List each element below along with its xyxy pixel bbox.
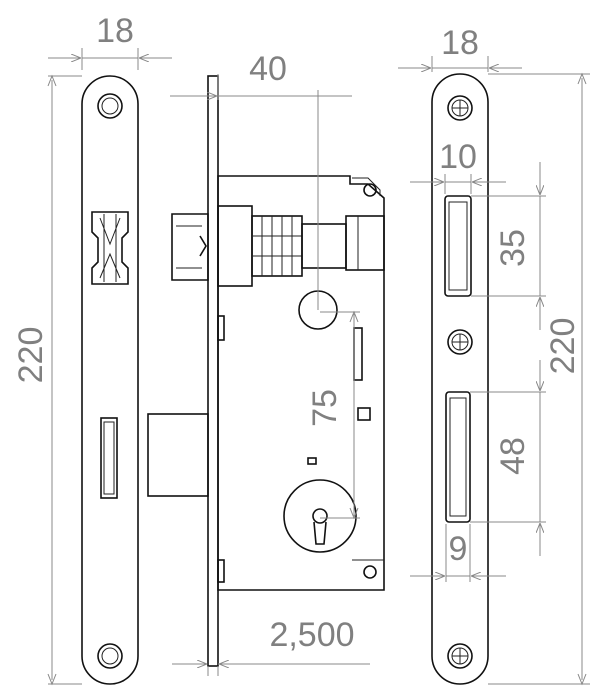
dimension-strike-width: 18: [398, 24, 522, 72]
dim-35-label: 35: [494, 229, 532, 267]
dim-220-left-label: 220: [12, 327, 50, 384]
lock-case: [217, 175, 385, 591]
strike-plate-outline: [431, 73, 489, 685]
case-rivet-bottom: [363, 565, 377, 579]
dim-18-right-label: 18: [441, 24, 479, 62]
dimension-center-distance: 75: [306, 310, 360, 520]
faceplate-screw-hole-top: [97, 93, 123, 119]
dimension-faceplate-width: 18: [48, 12, 172, 70]
dim-10-label: 10: [439, 138, 477, 176]
dim-40-label: 40: [249, 50, 287, 88]
dim-220-right-label: 220: [544, 318, 582, 375]
side-deadbolt: [147, 413, 209, 497]
dimension-bolt-slot-width: 9: [410, 524, 506, 582]
dimension-faceplate-thickness: 2,500: [172, 616, 370, 676]
faceplate-screw-hole-bottom: [97, 643, 123, 669]
dim-2500-label: 2,500: [269, 616, 354, 654]
latch-mechanism: [217, 205, 385, 287]
deadbolt-front: [100, 417, 118, 499]
case-slot: [353, 327, 363, 381]
strike-bolt-slot: [445, 391, 471, 523]
side-latch-bolt: [171, 213, 209, 281]
strike-screw-middle: [447, 329, 473, 355]
side-faceplate: [207, 75, 219, 667]
dim-48-label: 48: [494, 437, 532, 475]
dimension-slot-width: 10: [410, 138, 506, 194]
dim-9-label: 9: [449, 530, 468, 568]
keyhole: [283, 479, 357, 553]
strike-screw-top: [447, 95, 473, 121]
case-rivet-top: [363, 183, 377, 197]
dimension-latch-slot-height: 35: [471, 162, 546, 330]
strike-plate-view: [431, 73, 489, 685]
dimension-bolt-slot-height: 48: [470, 360, 546, 556]
latch-bolt-front: [91, 211, 129, 285]
dim-75-label: 75: [306, 389, 344, 427]
strike-latch-slot: [444, 195, 472, 297]
dim-18-left-label: 18: [96, 12, 134, 50]
dimension-backset: 40: [170, 50, 352, 310]
dimension-strike-height: 220: [488, 72, 590, 686]
lock-side-view: [147, 75, 385, 667]
dimension-overall-height-left: 220: [12, 74, 82, 686]
front-faceplate-view: [81, 75, 139, 685]
strike-screw-bottom: [447, 643, 473, 669]
faceplate-outline: [81, 75, 139, 685]
